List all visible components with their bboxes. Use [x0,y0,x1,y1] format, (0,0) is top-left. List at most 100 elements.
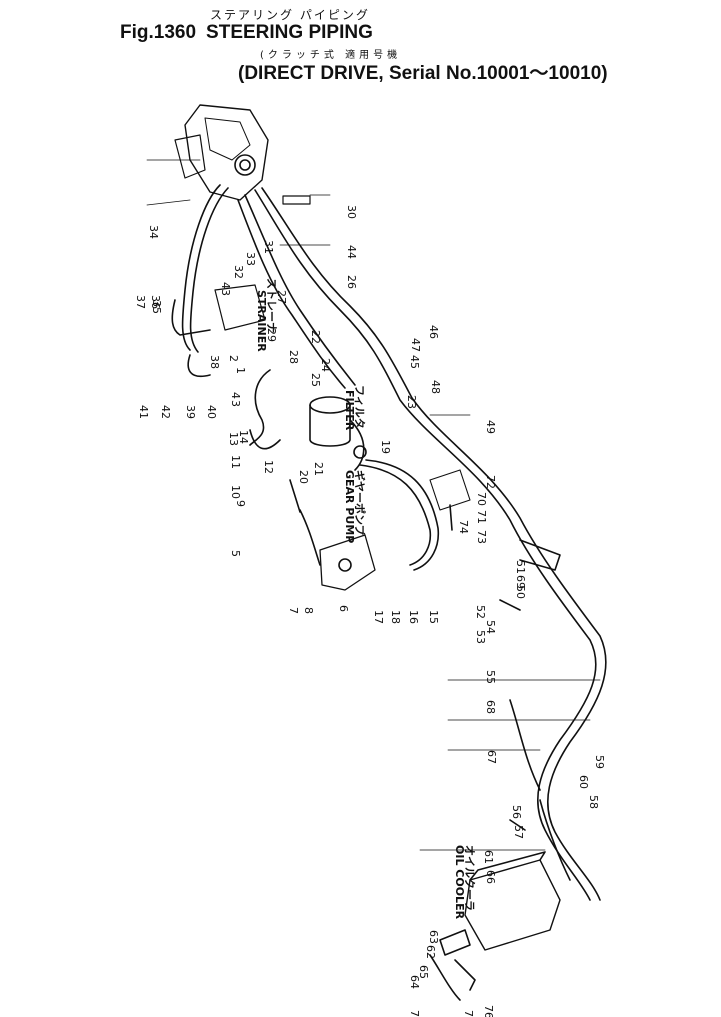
part-number-40: 40 [205,405,218,419]
figure-number: Fig.1360 [120,22,197,43]
part-number-4: 4 [229,392,242,399]
part-number-62: 62 [424,945,437,959]
japanese-subtitle: (クラッチ式 適用号機 [260,50,402,61]
part-number-53: 53 [474,630,487,644]
part-number-20: 20 [297,470,310,484]
part-number-77: 77 [408,1010,421,1017]
part-number-10: 10 [229,485,242,499]
part-number-72: 72 [484,475,497,489]
part-number-5: 5 [229,550,242,557]
part-number-38: 38 [208,355,221,369]
strainer-label: STRAINER [255,290,268,352]
component-labels: ストレーナ STRAINER フィルタ FILTER ギヤーポンプ GEAR P… [255,278,476,920]
part-number-64: 64 [408,975,421,989]
part-number-6: 6 [337,605,350,612]
part-number-70: 70 [475,492,488,506]
part-number-16: 16 [407,610,420,624]
part-number-50: 50 [514,585,527,599]
part-number-59: 59 [593,755,606,769]
pump-jp-label: ギヤーポンプ [353,470,367,537]
filter-label: FILTER [343,390,356,431]
part-number-7: 7 [287,607,300,614]
part-number-29: 29 [265,328,278,342]
part-number-34: 34 [147,225,160,239]
lower-pipes [509,699,571,881]
part-number-19: 19 [379,440,392,454]
part-number-27: 27 [275,290,288,304]
part-number-42: 42 [159,405,172,419]
part-number-25: 25 [309,373,322,387]
gear-pump [319,459,440,591]
part-number-74: 74 [457,520,470,534]
pump-suction-pipe [249,429,321,566]
part-number-54: 54 [484,620,497,634]
part-number-36: 36 [149,295,162,309]
strainer [214,284,271,446]
part-number-28: 28 [287,350,300,364]
main-pipe-bundle [237,187,607,901]
part-number-56: 56 [510,805,523,819]
part-number-9: 9 [234,500,247,507]
part-number-61: 61 [482,850,495,864]
part-number-57: 57 [512,825,525,839]
part-number-65: 65 [417,965,430,979]
part-number-43: 43 [219,282,232,296]
figure-title: Fig.1360 STEERING PIPING [120,22,373,44]
pump-label: GEAR PUMP [343,470,356,543]
oil-cooler [429,851,561,1001]
part-number-39: 39 [184,405,197,419]
part-number-46: 46 [427,325,440,339]
part-number-75: 75 [462,1010,475,1017]
part-number-47: 47 [409,338,422,352]
part-number-66: 66 [484,870,497,884]
part-number-63: 63 [427,930,440,944]
filter-jp-label: フィルタ [353,385,366,429]
part-number-67: 67 [485,750,498,764]
part-number-68: 68 [484,700,497,714]
part-number-60: 60 [577,775,590,789]
figure-title-text: STEERING PIPING [206,22,373,43]
part-number-26: 26 [345,275,358,289]
part-number-55: 55 [484,670,497,684]
part-number-14: 14 [237,430,250,444]
part-number-41: 41 [137,405,150,419]
part-number-22: 22 [309,330,322,344]
part-number-33: 33 [244,252,257,266]
part-number-2: 2 [227,355,240,362]
part-number-1: 1 [234,367,247,374]
part-number-51: 51 [514,560,527,574]
part-number-24: 24 [319,358,332,372]
part-number-15: 15 [427,610,440,624]
part-number-18: 18 [389,610,402,624]
part-number-17: 17 [372,610,385,624]
part-number-45: 45 [408,355,421,369]
part-number-31: 31 [262,240,275,254]
part-number-23: 23 [405,395,418,409]
strainer-jp-label: ストレーナ [265,278,278,333]
leader-lines [146,159,601,851]
part-number-73: 73 [475,530,488,544]
part-number-8: 8 [302,607,315,614]
cooler-label: OIL COOLER [453,845,466,920]
part-number-69: 69 [514,575,527,589]
part-number-49: 49 [484,420,497,434]
filter [309,396,367,471]
part-number-30: 30 [345,205,358,219]
part-number-12: 12 [262,460,275,474]
part-number-58: 58 [587,795,600,809]
serial-range: (DIRECT DRIVE, Serial No.10001～10010) [238,63,608,84]
right-fittings [429,469,561,611]
part-number-37: 37 [134,295,147,309]
part-number-44: 44 [345,245,358,259]
part-number-35: 35 [150,300,163,314]
part-number-3: 3 [229,400,242,407]
part-number-76: 76 [482,1005,495,1017]
left-pipe-loop [171,184,229,377]
steering-valve-block [174,104,311,205]
part-number-52: 52 [474,605,487,619]
part-number-13: 13 [227,432,240,446]
part-number-48: 48 [429,380,442,394]
cooler-jp-label: オイルクーラ [463,845,476,911]
